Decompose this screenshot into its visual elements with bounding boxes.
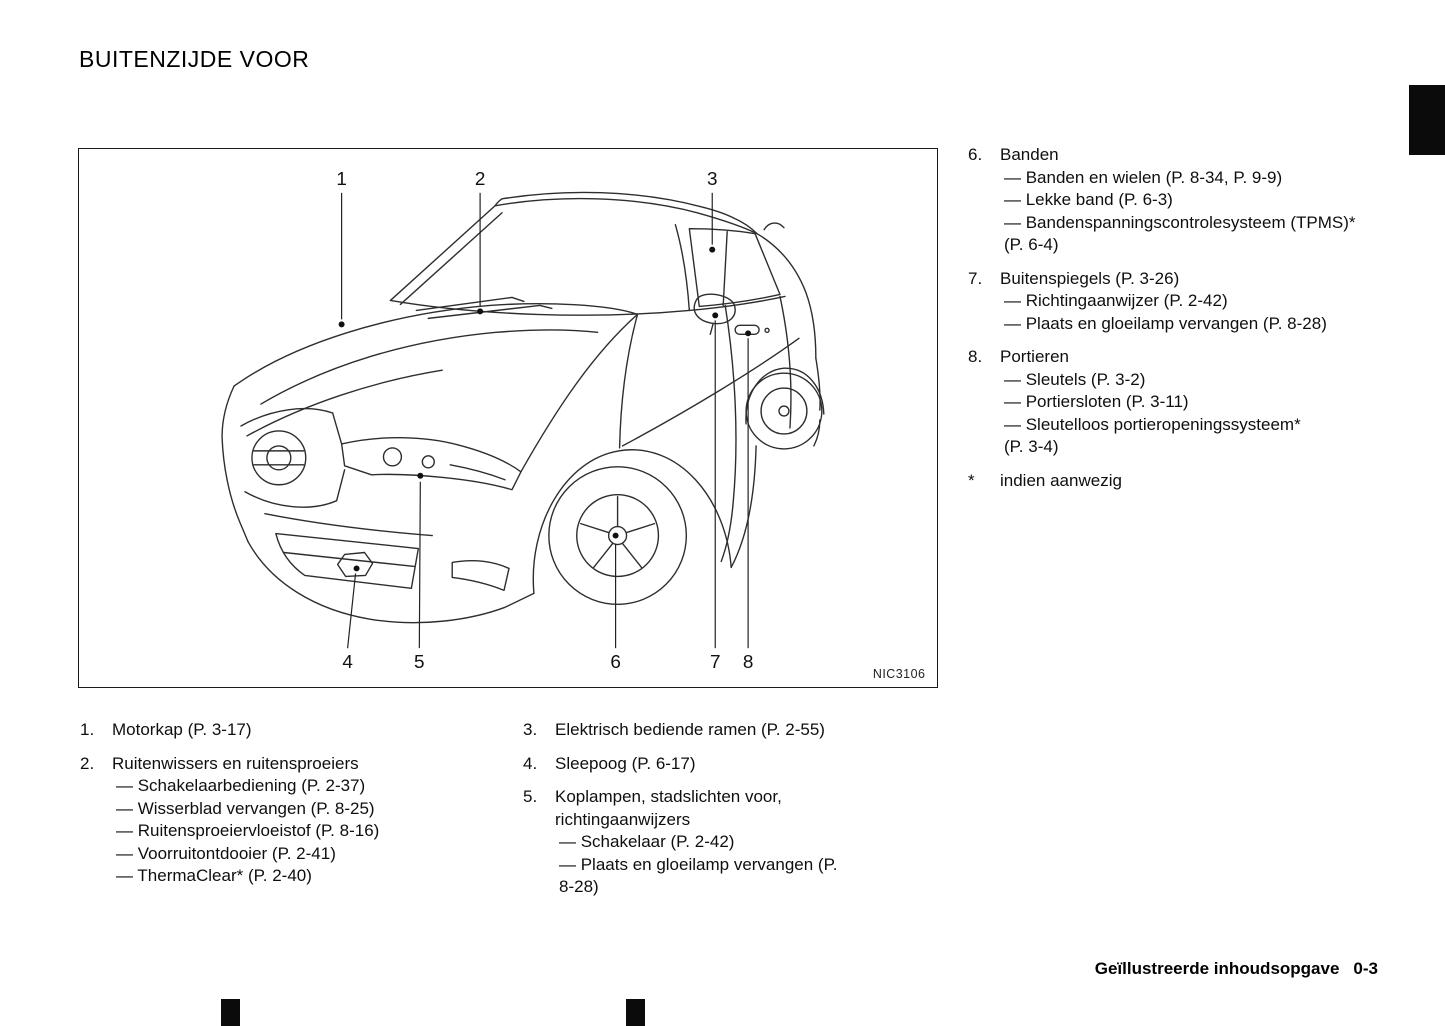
list-item: 4. Sleepoog (P. 6-17) (523, 753, 855, 776)
list-item: 6. Banden — Banden en wielen (P. 8-34, P. … (968, 144, 1378, 257)
list-item-body: Sleepoog (P. 6-17) (555, 753, 855, 776)
list-item: 5. Koplampen, stadslichten voor, richting… (523, 786, 855, 899)
page-title: BUITENZIJDE VOOR (79, 46, 310, 72)
list-sub-item: — Portiersloten (P. 3-11) (1004, 392, 1189, 411)
list-item: 2. Ruitenwissers en ruitensproeiers — Scha… (80, 753, 492, 888)
list-sub-item: — Voorruitontdooier (P. 2-41) (116, 843, 336, 863)
list-item-body: Ruitenwissers en ruitensproeiers — Schake… (112, 753, 492, 888)
callout-dots (338, 246, 752, 572)
list-sub-item: — Plaats en gloeilamp vervangen (P. 8-28… (1004, 313, 1327, 333)
callout-label-5: 5 (414, 652, 425, 673)
list-item-title: Ruitenwissers en ruitensproeiers (112, 753, 359, 773)
list-item: 8. Portieren — Sleutels (P. 3-2) — Portiers… (968, 346, 1378, 459)
callout-label-6: 6 (610, 652, 621, 673)
list-item-number: 5. (523, 787, 538, 806)
list-sub-item: — Bandenspanningscontrolesysteem (TPMS)* (1004, 212, 1356, 232)
figure-frame: 1 2 3 4 5 6 7 8 NIC3106 (78, 148, 938, 688)
list-item-title: indien aanwezig (1000, 470, 1122, 490)
list-item-body: Buitenspiegels (P. 3-26) — Richtingaanwij… (1000, 268, 1378, 336)
print-registration-mark (626, 999, 645, 1026)
list-sub-item: — ThermaClear* (P. 2-40) (116, 866, 312, 885)
list-item-body: Elektrisch bediende ramen (P. 2-55) (555, 719, 855, 742)
list-sub-item: — Richtingaanwijzer (P. 2-42) (1004, 291, 1228, 310)
list-item-body: Motorkap (P. 3-17) (112, 719, 492, 742)
list-item-title: Koplampen, stadslichten voor, richtingaa… (555, 787, 782, 829)
footer-section-title: Geïllustreerde inhoudsopgave (1094, 959, 1340, 978)
list-sub-item: — Ruitensproeiervloeistof (P. 8-16) (116, 821, 380, 840)
list-item: 1. Motorkap (P. 3-17) (80, 719, 492, 742)
list-sub-item: — Schakelaarbediening (P. 2-37) (116, 776, 366, 795)
callout-label-7: 7 (710, 652, 721, 673)
list-item-number: 3. (523, 720, 538, 739)
list-item-number: 2. (80, 753, 95, 773)
figure-code: NIC3106 (873, 667, 926, 681)
callout-leader-lines (341, 192, 749, 649)
footer-page-number: 0-3 (1353, 959, 1378, 978)
list-sub-item: — Lekke band (P. 6-3) (1004, 190, 1173, 209)
side-mirror-icon (693, 293, 736, 325)
list-item-number: 8. (968, 347, 983, 366)
list-sub-item: (P. 3-4) (1004, 437, 1059, 456)
list-sub-item: — Wisserblad vervangen (P. 8-25) (116, 798, 375, 818)
legend-column-right: 6. Banden — Banden en wielen (P. 8-34, P. … (968, 144, 1378, 503)
list-sub-item: (P. 6-4) (1004, 235, 1059, 254)
list-item-body: Portieren — Sleutels (P. 3-2) — Portierslo… (1000, 346, 1378, 459)
list-item-number: 4. (523, 753, 538, 773)
list-item-number: 7. (968, 268, 983, 288)
list-item-title: Banden (1000, 145, 1059, 164)
callout-label-1: 1 (336, 169, 347, 190)
list-item-number: 1. (80, 720, 95, 739)
list-item-number: 6. (968, 145, 983, 164)
list-item-number: * (968, 470, 975, 490)
list-item-title: Elektrisch bediende ramen (P. 2-55) (555, 720, 825, 739)
list-item: * indien aanwezig (968, 470, 1378, 493)
list-item-title: Motorkap (P. 3-17) (112, 720, 252, 739)
callout-label-4: 4 (342, 652, 353, 673)
list-item: 7. Buitenspiegels (P. 3-26) — Richtingaanw… (968, 268, 1378, 336)
callout-label-3: 3 (707, 169, 718, 190)
list-item: 3. Elektrisch bediende ramen (P. 2-55) (523, 719, 855, 742)
list-item-body: indien aanwezig (1000, 470, 1378, 493)
car-exterior-diagram: 1 2 3 4 5 6 7 8 NIC3106 (221, 169, 926, 681)
list-item-title: Portieren (1000, 347, 1069, 366)
list-sub-item: — Schakelaar (P. 2-42) (559, 832, 735, 851)
legend-column-middle: 3. Elektrisch bediende ramen (P. 2-55) 4. S… (523, 719, 855, 910)
list-sub-item: — Sleutels (P. 3-2) (1004, 369, 1146, 389)
list-item-body: Banden — Banden en wielen (P. 8-34, P. 9-… (1000, 144, 1378, 257)
legend-column-left: 1. Motorkap (P. 3-17) 2. Ruitenwissers en r… (80, 719, 492, 899)
print-registration-mark (221, 999, 240, 1026)
section-index-tab (1409, 85, 1445, 155)
list-sub-item: — Sleutelloos portieropeningssysteem* (1004, 414, 1301, 434)
list-item-title: Buitenspiegels (P. 3-26) (1000, 268, 1180, 288)
page-footer: Geïllustreerde inhoudsopgave 0-3 (1095, 959, 1378, 979)
list-item-title: Sleepoog (P. 6-17) (555, 753, 696, 773)
car-line-art (221, 191, 825, 624)
list-sub-item: — Plaats en gloeilamp vervangen (P. 8-28… (559, 854, 838, 897)
list-sub-item: — Banden en wielen (P. 8-34, P. 9-9) (1004, 167, 1283, 187)
list-item-body: Koplampen, stadslichten voor, richtingaa… (555, 786, 855, 899)
callout-label-8: 8 (743, 652, 754, 673)
callout-label-2: 2 (475, 169, 486, 190)
